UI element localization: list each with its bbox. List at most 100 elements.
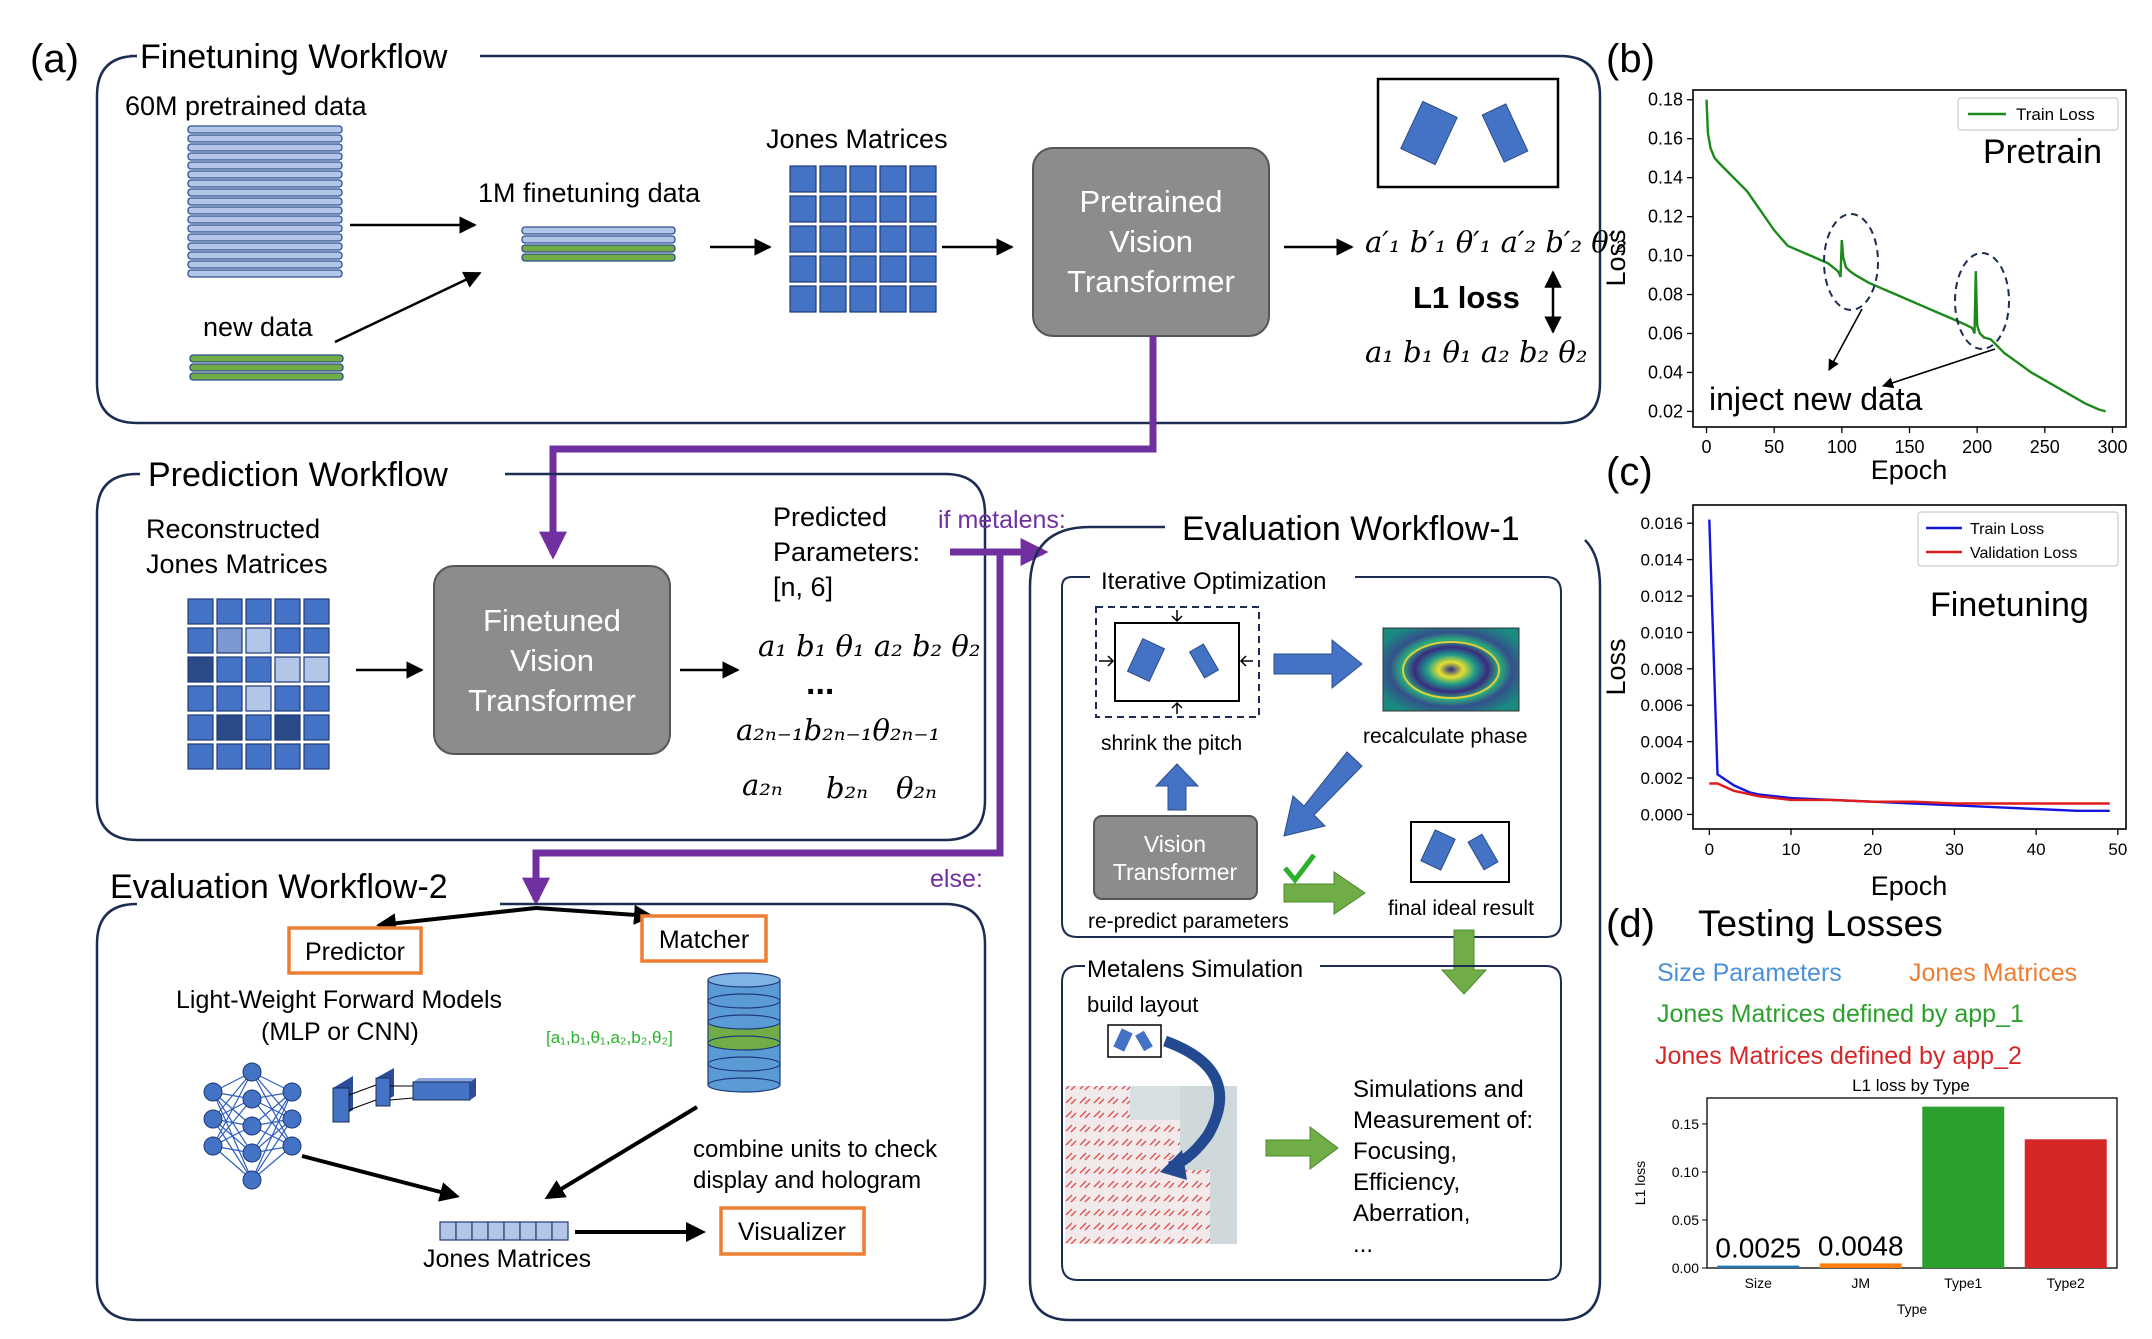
eval2-title: Evaluation Workflow-2 xyxy=(110,868,448,906)
mlp-node xyxy=(242,1089,262,1109)
bar-ylabel: L1 loss xyxy=(1632,1161,1648,1205)
mlp-edge xyxy=(251,1118,293,1181)
y-tick-label: 0.00 xyxy=(1672,1260,1699,1276)
legend-label: Train Loss xyxy=(2016,105,2095,124)
meta-atom-2-icon xyxy=(1481,103,1529,163)
matrix-cell xyxy=(187,685,214,712)
matrix-cell xyxy=(879,285,907,313)
mlp-edge xyxy=(251,1091,293,1154)
matrix-cell xyxy=(819,255,847,283)
checkmark-icon xyxy=(1283,853,1316,885)
predicted-line1: Predicted xyxy=(773,502,887,532)
prediction-title: Prediction Workflow xyxy=(148,456,448,494)
x-tick-label: 100 xyxy=(1827,437,1857,457)
matrix-cell xyxy=(909,165,937,193)
mlp-node xyxy=(282,1136,302,1156)
prediction-dots: ... xyxy=(806,664,834,702)
final-label: final ideal result xyxy=(1388,897,1534,920)
matrix-cell xyxy=(245,598,272,625)
mlp-edge xyxy=(212,1098,253,1147)
matrix-cell xyxy=(879,255,907,283)
matrix-cell xyxy=(187,743,214,770)
matrix-cell xyxy=(909,225,937,253)
arrow-to-matcher xyxy=(535,904,654,925)
matrix-cell xyxy=(819,195,847,223)
prediction-row3-a: a₂ₙ xyxy=(742,768,783,802)
mlp-edge xyxy=(212,1071,253,1147)
matrix-cell xyxy=(849,225,877,253)
matrix-cell xyxy=(216,685,243,712)
stack-layer xyxy=(187,224,343,233)
x-tick-label: Type2 xyxy=(2047,1275,2085,1291)
y-tick-label: 0.006 xyxy=(1640,696,1683,715)
matrix-cell xyxy=(909,285,937,313)
y-tick-label: 0.000 xyxy=(1640,805,1683,824)
reconstructed-line1: Reconstructed xyxy=(146,514,320,544)
finetune-xlabel: Epoch xyxy=(1871,871,1948,901)
arrow-matcher-to-jones xyxy=(544,1105,699,1200)
stack-layer xyxy=(187,233,343,242)
purple-arrow-pretrained-to-finetuned xyxy=(539,336,1157,560)
jones-vector-icon xyxy=(439,1221,569,1241)
matrix-cell xyxy=(274,598,301,625)
panel-a-label: (a) xyxy=(30,37,79,81)
matrix-cell xyxy=(274,743,301,770)
x-tick-label: 150 xyxy=(1894,437,1924,457)
bar xyxy=(1717,1265,1800,1268)
matrix-cell xyxy=(187,656,214,683)
curved-arrowhead-icon xyxy=(1160,1150,1187,1180)
x-tick-label: 50 xyxy=(2108,840,2127,859)
matrix-cell xyxy=(245,685,272,712)
measure-line5: Aberration, xyxy=(1353,1200,1470,1227)
cnn-icon xyxy=(332,1068,476,1123)
x-tick-label: Size xyxy=(1745,1275,1772,1291)
stack-layer xyxy=(187,242,343,251)
stack-layer xyxy=(187,206,343,215)
inject-circle-2 xyxy=(1954,252,2010,350)
mlp-node xyxy=(203,1136,223,1156)
predicted-params-formula: a′₁ b′₁ θ′₁ a′₂ b′₂ θ′₂ xyxy=(1365,225,1627,259)
inject-arrow-1 xyxy=(1828,308,1863,371)
finetune-annotation: Finetuning xyxy=(1930,586,2089,624)
mlp-node xyxy=(203,1109,223,1129)
metalens-layout-image xyxy=(1065,1086,1237,1244)
shrink-inward-arrows xyxy=(1099,610,1253,714)
db-rim xyxy=(707,1077,781,1093)
pretrain-ylabel: Loss xyxy=(1601,229,1631,286)
matrix-cell xyxy=(187,598,214,625)
iterative-title: Iterative Optimization xyxy=(1101,568,1326,595)
legend-size: Size Parameters xyxy=(1657,959,1842,987)
mlp-node xyxy=(242,1143,262,1163)
x-tick-label: 250 xyxy=(2030,437,2060,457)
stack-layer xyxy=(187,197,343,206)
matrix-cell xyxy=(303,598,330,625)
matrix-cell xyxy=(909,255,937,283)
bar-value-label: 0.0048 xyxy=(1818,1230,1904,1261)
bar-value-label: 0.0025 xyxy=(1715,1233,1801,1264)
forward-models-line1: Light-Weight Forward Models xyxy=(176,986,502,1014)
mlp-edge xyxy=(251,1091,293,1181)
matrix-cell xyxy=(879,195,907,223)
y-tick-label: 0.008 xyxy=(1640,660,1683,679)
finetuning-title: Finetuning Workflow xyxy=(140,38,448,76)
jones-vector-cell xyxy=(487,1221,505,1241)
stack-layer xyxy=(187,143,343,152)
eval1-title: Evaluation Workflow-1 xyxy=(1182,510,1520,548)
db-top xyxy=(707,972,781,988)
measure-line2: Measurement of: xyxy=(1353,1107,1533,1134)
y-tick-label: 0.004 xyxy=(1640,733,1683,752)
stack-layer xyxy=(189,363,344,372)
meta-atom-unit-cell xyxy=(1376,77,1560,189)
stack-layer xyxy=(187,161,343,170)
jones-vector-cell xyxy=(535,1221,553,1241)
x-tick-label: 40 xyxy=(2027,840,2046,859)
build-layout-label: build layout xyxy=(1087,992,1198,1017)
measure-line1: Simulations and xyxy=(1353,1076,1524,1103)
matrix-cell xyxy=(819,165,847,193)
legend-label: Train Loss xyxy=(1970,521,2044,538)
x-tick-label: 0 xyxy=(1702,437,1712,457)
stack-layer xyxy=(521,244,676,253)
finetuned-vit-line3: Transformer xyxy=(468,683,636,718)
